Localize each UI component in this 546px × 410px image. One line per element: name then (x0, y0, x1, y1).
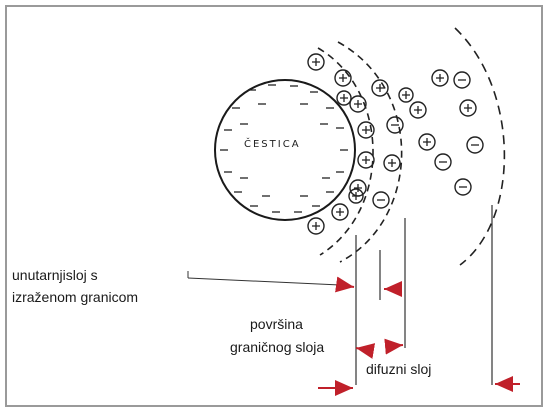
inner-layer-label-line1: unutarnjisloj s (12, 267, 98, 283)
inner-layer-label-line2: izraženom granicom (12, 289, 138, 305)
particle-label: ČESTICA (244, 137, 301, 150)
boundary-surface-label-line1: površina (250, 316, 303, 332)
diffuse-layer-label: difuzni sloj (366, 361, 431, 377)
ions (308, 54, 483, 234)
particle-circle (215, 80, 355, 220)
diffuse-outer-arc (455, 28, 504, 265)
inner-layer-leader (188, 278, 340, 285)
boundary-surface-label-line2: graničnog sloja (230, 339, 324, 355)
